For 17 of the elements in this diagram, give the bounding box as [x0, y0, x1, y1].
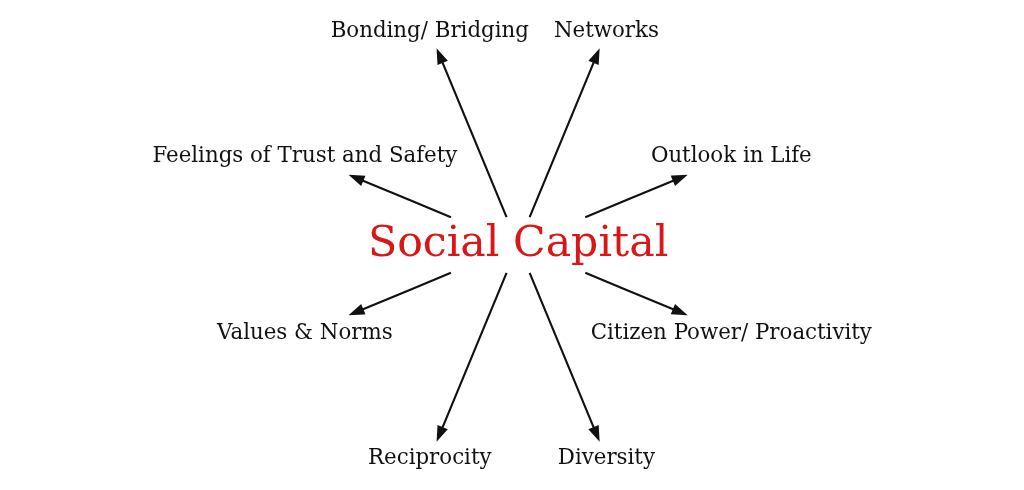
node-text: Social Capital [367, 215, 668, 266]
node-text: Bonding/ Bridging [330, 17, 529, 43]
arrow [348, 174, 451, 219]
arrow [584, 174, 688, 219]
arrow [584, 271, 688, 316]
node-text: Citizen Power/ Proactivity [590, 318, 872, 344]
arrow [528, 272, 600, 442]
node-text: Reciprocity [367, 443, 492, 469]
node-text: Outlook in Life [650, 142, 812, 168]
arrow [528, 48, 600, 218]
arrow [436, 272, 508, 442]
arrow [436, 48, 508, 218]
node-text: Diversity [557, 443, 655, 469]
node-text: Feelings of Trust and Safety [151, 142, 457, 168]
node-text: Networks [553, 17, 659, 43]
arrow [348, 271, 451, 316]
node-text: Values & Norms [216, 318, 393, 344]
